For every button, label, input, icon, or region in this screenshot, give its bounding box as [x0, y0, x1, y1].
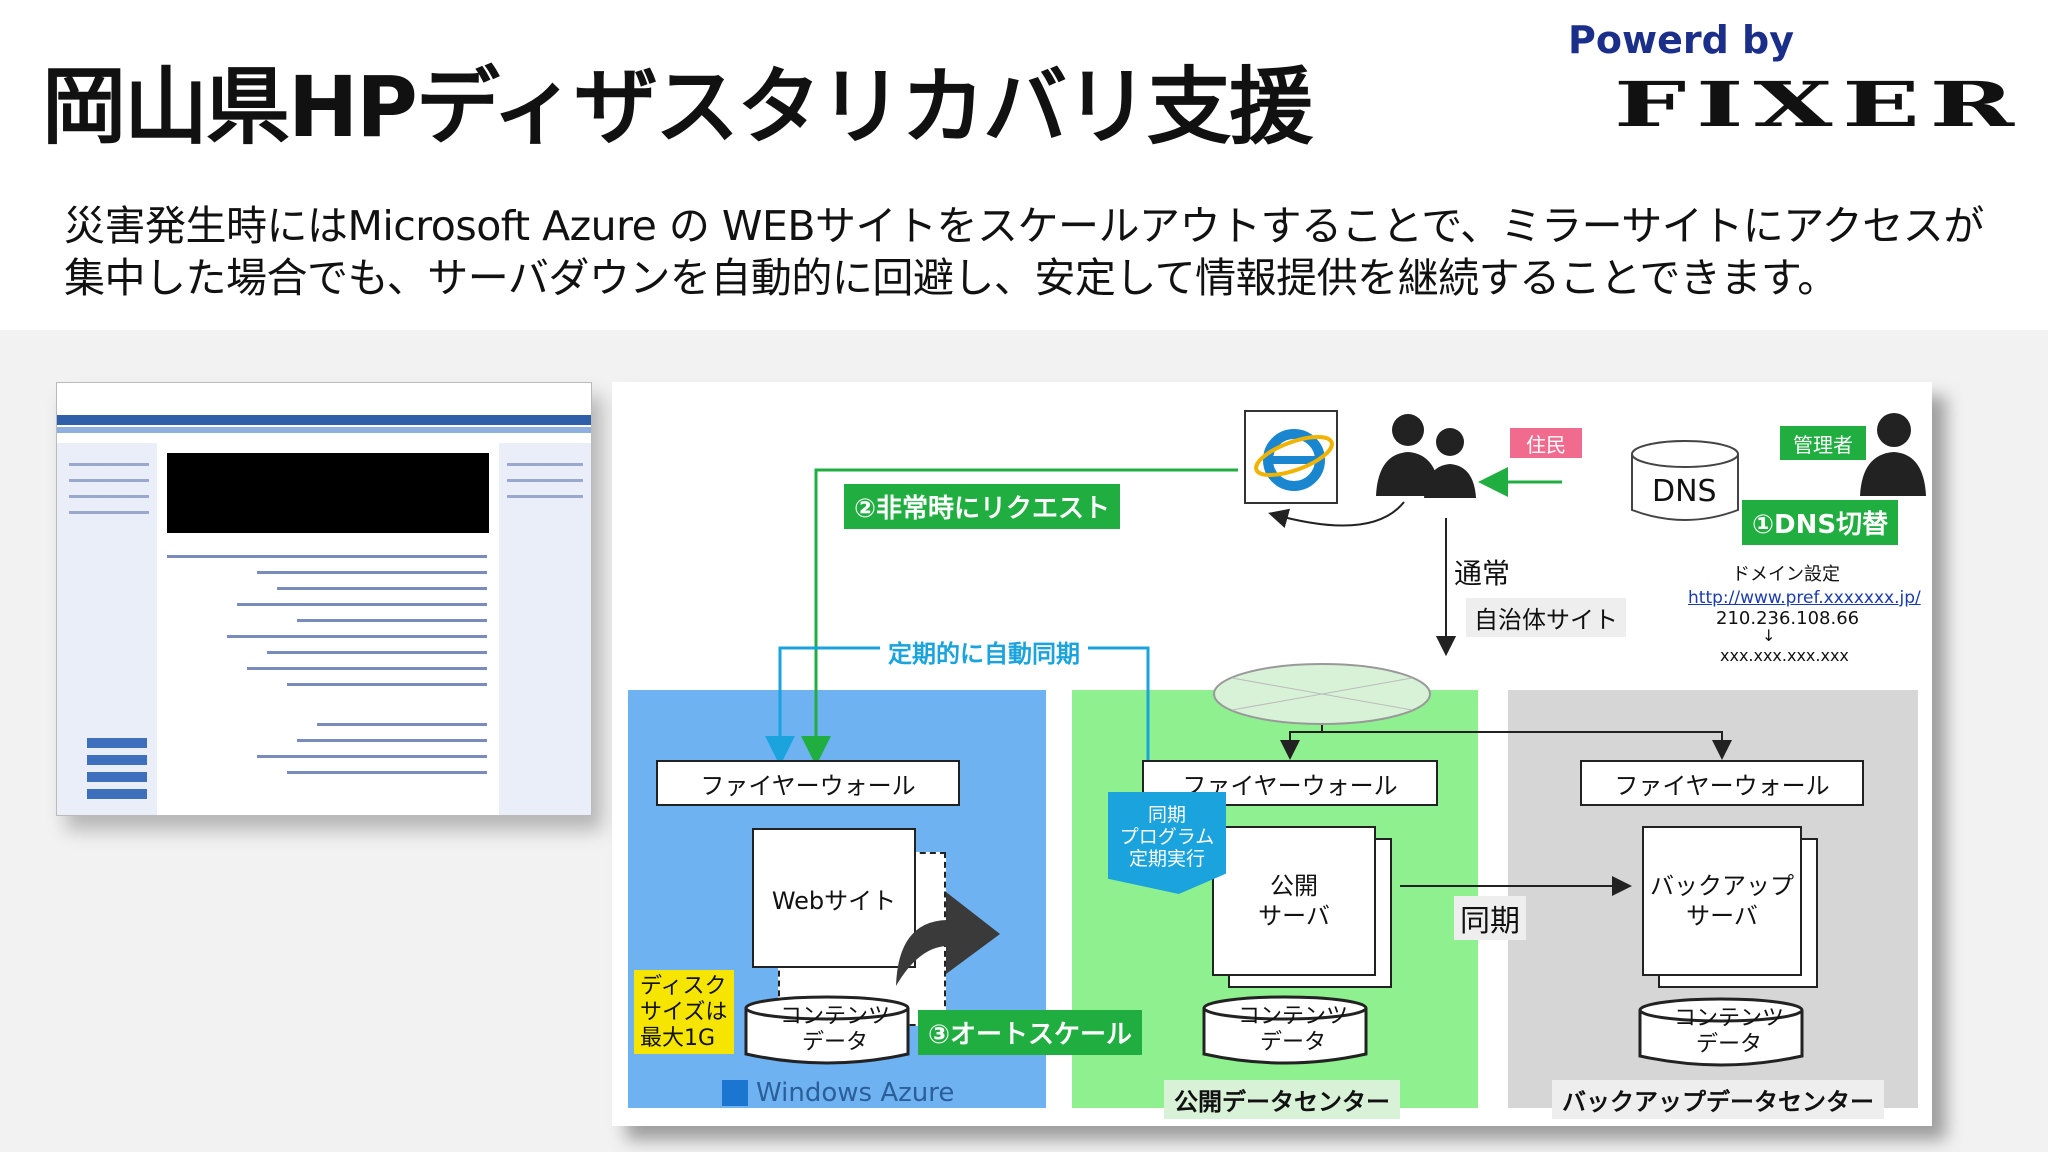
ip-arrow-text: ↓ [1762, 626, 1776, 645]
public-server-box: 公開 サーバ [1212, 826, 1376, 976]
fixer-logo-text: FIXER [1614, 76, 2024, 132]
azure-content-data-cylinder [744, 995, 910, 1065]
ip-address-text: 210.236.108.66 [1716, 608, 1860, 629]
local-site-label: 自治体サイト [1466, 598, 1626, 637]
admin-label: 管理者 [1780, 426, 1866, 460]
backup-firewall-box: ファイヤーウォール [1580, 760, 1864, 806]
web-site-box: Webサイト [752, 828, 916, 968]
sync-program-note: 同期 プログラム 定期実行 [1108, 792, 1226, 894]
residents-icon [1376, 414, 1476, 498]
windows-azure-label: Windows Azure [756, 1078, 955, 1108]
dns-cylinder-icon [1631, 440, 1739, 521]
resident-label: 住民 [1510, 428, 1582, 458]
scale-out-arrow-icon [896, 892, 1000, 986]
windows-logo-icon [722, 1080, 748, 1106]
normal-label: 通常 [1454, 557, 1511, 590]
backup-dc-label: バックアップデータセンター [1552, 1080, 1884, 1119]
domain-setting-label: ドメイン設定 [1732, 564, 1840, 585]
page-title: 岡山県HPディザスタリカバリ支援 [42, 58, 1313, 156]
disk-size-note: ディスク サイズは 最大1G [634, 970, 734, 1054]
azure-content-data-label: コンテンツ データ [780, 1004, 891, 1055]
backup-content-data-label: コンテンツ データ [1674, 1006, 1785, 1057]
public-content-data-cylinder [1202, 995, 1368, 1065]
powered-by-label: Powerd by [1568, 18, 1794, 62]
ie-browser-icon [1244, 410, 1338, 504]
dns-label: DNS [1652, 474, 1717, 509]
public-dc-label: 公開データセンター [1164, 1080, 1400, 1119]
okayama-website-screenshot [56, 382, 592, 816]
fixer-logo: FIXER [1614, 76, 2024, 132]
backup-content-data-cylinder [1638, 997, 1804, 1067]
emergency-request-label: ②非常時にリクエスト [844, 484, 1121, 529]
periodic-sync-label: 定期的に自動同期 [880, 634, 1088, 669]
domain-url-text: http://www.pref.xxxxxxx.jp/ [1688, 588, 1921, 608]
admin-icon [1860, 413, 1926, 496]
backup-server-box: バックアップ サーバ [1642, 826, 1802, 976]
sync-label: 同期 [1454, 896, 1526, 940]
autoscale-label: ③オートスケール [918, 1010, 1143, 1055]
ip-masked-text: xxx.xxx.xxx.xxx [1720, 646, 1849, 665]
azure-firewall-box: ファイヤーウォール [656, 760, 960, 806]
dns-switch-label: ①DNS切替 [1742, 500, 1899, 545]
description-text: 災害発生時にはMicrosoft Azure の WEBサイトをスケールアウトす… [64, 202, 1984, 302]
public-content-data-label: コンテンツ データ [1238, 1004, 1349, 1055]
dr-architecture-diagram: 住民 管理者 DNS ①DNS切替 ②非常時にリクエスト 通常 自治体サイト ド… [612, 382, 1932, 1126]
